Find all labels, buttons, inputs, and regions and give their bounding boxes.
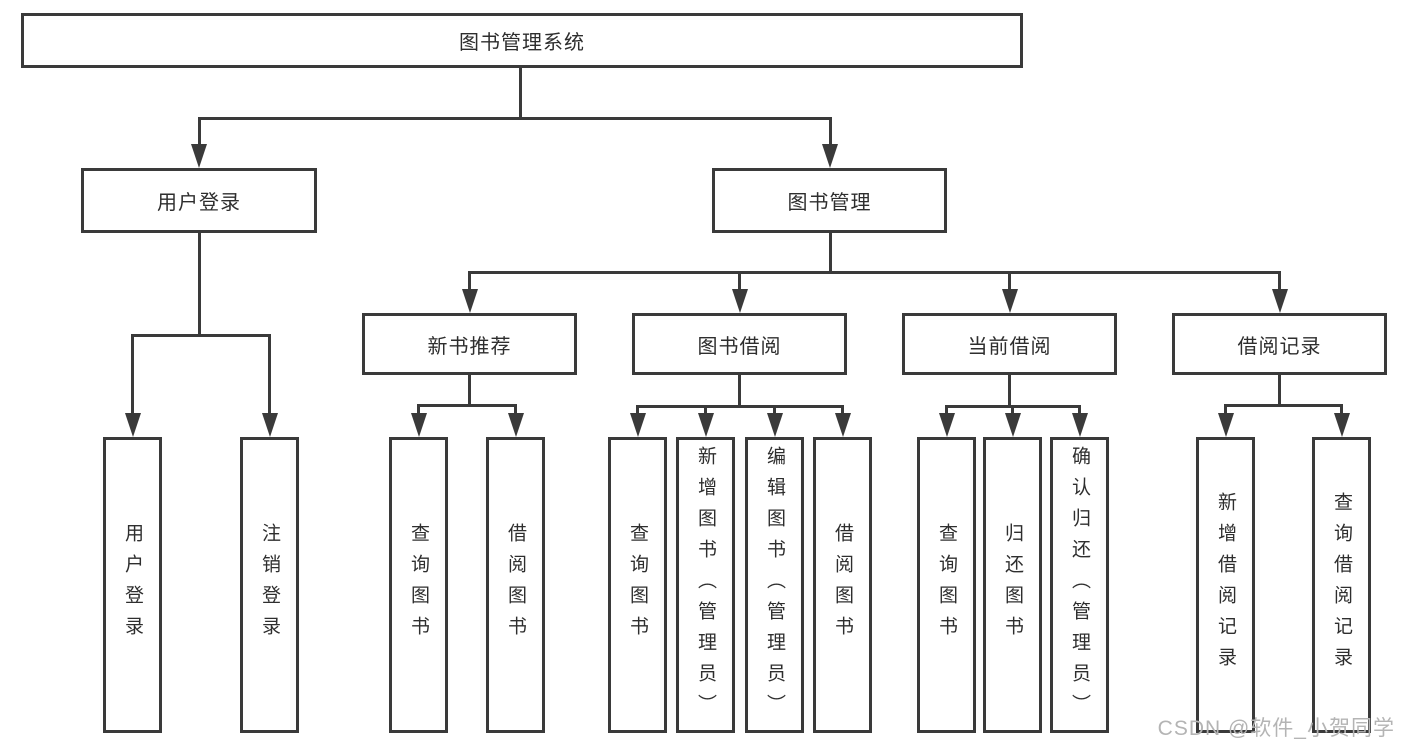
arrowhead-icon — [629, 413, 646, 437]
node-label-book-management: 图书管理 — [787, 192, 872, 214]
node-label-new-book-recommend: 新书推荐 — [427, 335, 512, 358]
node-label-logout: 注销登录 — [259, 523, 280, 647]
node-label-borrow-books-2: 借阅图书 — [832, 523, 853, 647]
arrowhead-icon — [507, 413, 524, 437]
node-box-borrow-books-2: 借阅图书 — [813, 437, 872, 733]
connector-vline — [828, 232, 832, 274]
node-label-query-borrow-record: 查询借阅记录 — [1331, 492, 1352, 678]
connector-arrow-stem — [773, 406, 776, 413]
arrowhead-icon — [822, 144, 838, 168]
arrowhead-icon — [1001, 289, 1018, 313]
node-box-logout: 注销登录 — [240, 437, 299, 733]
node-label-user-login: 用户登录 — [157, 192, 241, 214]
connector-arrow-stem — [1224, 405, 1227, 413]
node-label-query-books-3: 查询图书 — [936, 523, 957, 647]
connector-arrow-stem — [468, 272, 471, 289]
node-box-query-books-1: 查询图书 — [389, 437, 448, 733]
arrowhead-icon — [697, 413, 714, 437]
node-box-borrowing-records: 借阅记录 — [1172, 313, 1387, 375]
node-label-root: 图书管理系统 — [459, 32, 585, 54]
connector-vline — [1278, 375, 1281, 407]
connector-hline — [636, 404, 844, 408]
connector-hline — [197, 116, 832, 120]
node-box-add-borrow-record: 新增借阅记录 — [1196, 437, 1255, 733]
node-box-query-books-2: 查询图书 — [608, 437, 667, 733]
connector-arrow-stem — [417, 405, 420, 413]
node-box-new-book-recommend: 新书推荐 — [362, 313, 577, 375]
node-box-book-management: 图书管理 — [712, 168, 947, 233]
node-label-add-borrow-record: 新增借阅记录 — [1215, 492, 1236, 678]
arrowhead-icon — [261, 413, 278, 437]
arrowhead-icon — [1333, 413, 1350, 437]
node-box-book-borrowing: 图书借阅 — [632, 313, 847, 375]
arrowhead-icon — [461, 289, 478, 313]
node-label-borrowing-records: 借阅记录 — [1237, 335, 1322, 358]
arrowhead-icon — [938, 413, 955, 437]
connector-arrow-stem — [197, 118, 201, 144]
node-box-return-books: 归还图书 — [983, 437, 1042, 733]
connector-vline — [518, 68, 522, 120]
node-box-current-borrowing: 当前借阅 — [902, 313, 1117, 375]
node-label-query-books-2: 查询图书 — [627, 523, 648, 647]
connector-arrow-stem — [738, 272, 741, 289]
arrowhead-icon — [1004, 413, 1021, 437]
connector-arrow-stem — [131, 335, 134, 413]
connector-arrow-stem — [514, 405, 517, 413]
connector-hline — [417, 403, 517, 407]
watermark: CSDN @软件_小贺同学 — [1157, 717, 1395, 740]
arrowhead-icon — [1217, 413, 1234, 437]
connector-vline — [1008, 375, 1011, 408]
connector-vline — [197, 233, 201, 337]
connector-arrow-stem — [945, 406, 948, 413]
connector-arrow-stem — [704, 406, 707, 413]
node-box-user-login: 用户登录 — [81, 168, 317, 233]
node-box-add-books-admin: 新增图书（管理员） — [676, 437, 735, 733]
node-label-confirm-return-admin: 确认归还（管理员） — [1069, 445, 1090, 725]
node-box-root: 图书管理系统 — [21, 13, 1023, 68]
node-label-edit-books-admin: 编辑图书（管理员） — [764, 445, 785, 725]
connector-arrow-stem — [1078, 406, 1081, 413]
node-label-user-login-leaf: 用户登录 — [122, 523, 143, 647]
connector-arrow-stem — [841, 406, 844, 413]
connector-arrow-stem — [268, 335, 271, 413]
node-label-borrow-books-1: 借阅图书 — [505, 523, 526, 647]
arrowhead-icon — [1071, 413, 1088, 437]
connector-hline — [1224, 403, 1343, 407]
arrowhead-icon — [410, 413, 427, 437]
node-box-query-books-3: 查询图书 — [917, 437, 976, 733]
connector-vline — [738, 375, 741, 408]
arrowhead-icon — [1271, 289, 1288, 313]
node-label-book-borrowing: 图书借阅 — [697, 335, 782, 358]
connector-hline — [468, 270, 1281, 274]
node-box-user-login-leaf: 用户登录 — [103, 437, 162, 733]
arrowhead-icon — [191, 144, 207, 168]
node-box-confirm-return-admin: 确认归还（管理员） — [1050, 437, 1109, 733]
connector-arrow-stem — [828, 118, 832, 144]
node-label-add-books-admin: 新增图书（管理员） — [695, 445, 716, 725]
node-box-query-borrow-record: 查询借阅记录 — [1312, 437, 1371, 733]
arrowhead-icon — [731, 289, 748, 313]
node-label-query-books-1: 查询图书 — [408, 523, 429, 647]
arrowhead-icon — [124, 413, 141, 437]
connector-arrow-stem — [1340, 405, 1343, 413]
node-label-current-borrowing: 当前借阅 — [967, 335, 1052, 358]
connector-arrow-stem — [1278, 272, 1281, 289]
connector-vline — [468, 375, 471, 407]
arrowhead-icon — [766, 413, 783, 437]
connector-arrow-stem — [1008, 272, 1011, 289]
connector-hline — [131, 333, 271, 337]
node-box-borrow-books-1: 借阅图书 — [486, 437, 545, 733]
node-box-edit-books-admin: 编辑图书（管理员） — [745, 437, 804, 733]
connector-arrow-stem — [1011, 406, 1014, 413]
arrowhead-icon — [834, 413, 851, 437]
node-label-return-books: 归还图书 — [1002, 523, 1023, 647]
connector-arrow-stem — [636, 406, 639, 413]
